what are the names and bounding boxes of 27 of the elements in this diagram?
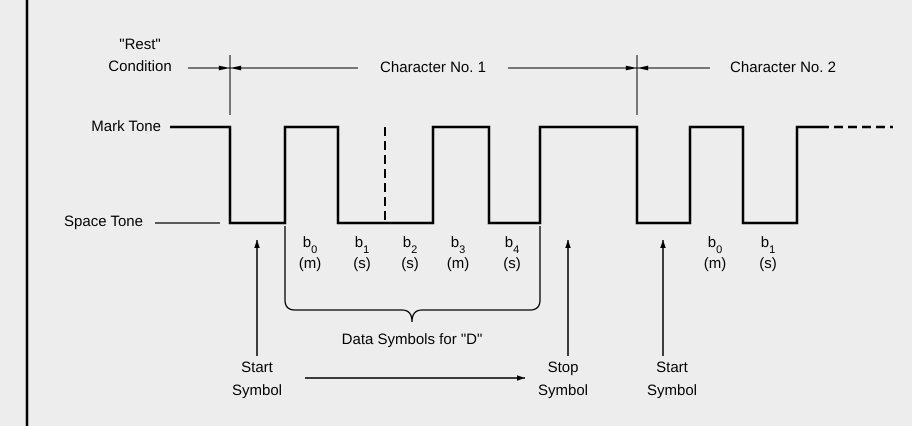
tone-type-label: (m) [704, 254, 726, 274]
bit-label: b$_{0}$ [708, 233, 722, 254]
bit-label: b$_{1}$ [354, 233, 370, 254]
tone-type-label: (s) [503, 254, 521, 274]
tone-type-label: (s) [353, 254, 371, 274]
tone-type-label: (s) [759, 254, 777, 274]
tone-label: Mark Tone [91, 117, 161, 137]
arrow [660, 240, 666, 356]
bit-label: b$_{1}$ [760, 233, 776, 254]
arrow [254, 240, 260, 356]
tone-type-label: (m) [446, 254, 470, 274]
arrow [565, 240, 571, 356]
bit-label: b$_{0}$ [302, 233, 318, 254]
tone-label: Space Tone [64, 212, 143, 232]
symbol-label: Stop Symbol [536, 358, 590, 401]
condition-label: "Rest" Condition [107, 35, 173, 77]
symbol-label: Start Symbol [646, 358, 698, 401]
bit-label: b$_{2}$ [402, 233, 418, 254]
bit-label: b$_{3}$ [450, 233, 466, 254]
symbol-label: Start Symbol [230, 358, 284, 401]
character-label: Character No. 2 [730, 58, 836, 78]
brace-label: Data Symbols for "D" [342, 330, 482, 350]
tone-type-label: (m) [298, 254, 322, 274]
tone-type-label: (s) [401, 254, 419, 274]
character-label: Character No. 1 [380, 58, 486, 78]
arrow [305, 375, 525, 381]
bit-label: b$_{4}$ [504, 233, 520, 254]
